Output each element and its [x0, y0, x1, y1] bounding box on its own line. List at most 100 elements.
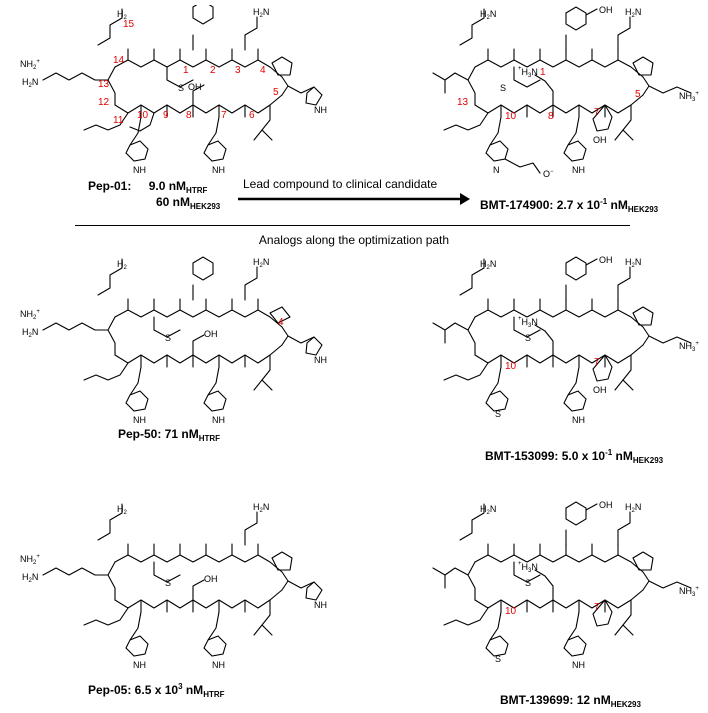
- residue-numbers-bmt153099: 10 7: [505, 357, 600, 372]
- nh2-plus-label: NH2+: [20, 59, 40, 71]
- bmt153099-s: S: [525, 333, 531, 343]
- svg-text:10: 10: [137, 110, 149, 121]
- svg-text:5: 5: [635, 89, 641, 100]
- bmt153099-thiophene-s: S: [495, 409, 501, 419]
- pep50-indole-nh-1: NH: [133, 415, 146, 425]
- pep05-oh: OH: [204, 574, 218, 584]
- bmt174900-nh3plus-right: NH3+: [679, 91, 699, 103]
- pep50-nh2: H2: [117, 259, 128, 271]
- sulfur-label: S: [178, 83, 184, 93]
- bmt139699-thiophene-s: S: [495, 654, 501, 664]
- svg-text:7: 7: [594, 107, 600, 118]
- bmt153099-indole-nh: NH: [572, 415, 585, 425]
- residue-number-pep50: 4: [278, 317, 284, 328]
- svg-text:3: 3: [235, 65, 241, 76]
- pep50-s: S: [165, 333, 171, 343]
- residue-numbers-bmt174900: 13 10 8 7 5 1: [457, 67, 641, 122]
- pep50-h2n: H2N: [22, 327, 38, 339]
- svg-text:10: 10: [505, 606, 517, 617]
- svg-text:11: 11: [113, 115, 124, 126]
- bmt153099-oh: OH: [599, 255, 613, 265]
- bmt174900-hyp-oh: OH: [593, 135, 607, 145]
- caption-bmt139699: BMT-139699: 12 nMHEK293: [500, 693, 641, 709]
- pep05-indole-nh-2: NH: [212, 660, 225, 670]
- pep05-nh2plus: NH2+: [20, 554, 40, 566]
- bmt153099-nh3plus-right: NH3+: [679, 341, 699, 353]
- h2n-label: H2N: [22, 77, 38, 89]
- caption-pep05: Pep-05: 6.5 x 103 nMHTRF: [88, 682, 225, 699]
- bmt153099-hyp-oh: OH: [593, 385, 607, 395]
- pep50-gln-nh2: H2N: [253, 257, 269, 269]
- bmt174900-oh: OH: [599, 5, 613, 15]
- pep50-oh: OH: [204, 329, 218, 339]
- structure-pep50: H2 NH2+ H2N S H2N OH NH NH NH 4: [20, 255, 330, 435]
- bmt139699-nh3plus-left: +H3N: [518, 561, 538, 574]
- residue-numbers-bmt139699: 10 7: [505, 602, 600, 617]
- nh2-gln-label: H2N: [253, 7, 269, 19]
- molecule-pep01: H2 NH2+ H2N S H2N OH NH NH NH 15 14 13 1…: [20, 5, 327, 175]
- structure-bmt153099: H2N S OH H2N +H3N NH3+ S NH OH 10 7: [405, 255, 705, 435]
- bmt174900-s: S: [500, 83, 506, 93]
- svg-text:1: 1: [540, 67, 546, 78]
- molecule-bmt174900: H2N S OH H2N +H3N NH3+ O− N NH OH 13 10 …: [432, 5, 699, 179]
- bmt139699-nh3plus-right: NH3+: [679, 586, 699, 598]
- residue-numbers-pep01: 15 14 13 12 11 10 9 8 7 6 5 4 3 2 1: [98, 19, 279, 126]
- svg-text:7: 7: [221, 110, 227, 121]
- bmt174900-nh3plus-left: +H3N: [518, 66, 538, 79]
- svg-text:15: 15: [123, 19, 135, 30]
- caption-pep01: Pep-01: 9.0 nMHTRF: [88, 179, 208, 195]
- pep05-h2n: H2N: [22, 572, 38, 584]
- svg-text:14: 14: [113, 55, 125, 66]
- svg-text:13: 13: [457, 97, 469, 108]
- bmt153099-nh3plus-left: +H3N: [518, 316, 538, 329]
- molecule-pep05: H2 NH2+ H2N S H2N OH NH NH NH: [20, 502, 327, 670]
- caption-bmt153099: BMT-153099: 5.0 x 10-1 nMHEK293: [485, 448, 664, 465]
- pep05-nh2: H2: [117, 504, 128, 516]
- svg-text:10: 10: [505, 361, 517, 372]
- bmt174900-nh2: H2N: [480, 9, 496, 21]
- molecule-bmt139699: H2N S OH H2N +H3N NH3+ S NH 10 7: [432, 500, 699, 670]
- structure-pep01: H2 NH2+ H2N S H2N OH NH NH NH 15 14 13 1…: [20, 5, 330, 185]
- svg-text:13: 13: [98, 79, 110, 90]
- structure-bmt139699: H2N S OH H2N +H3N NH3+ S NH 10 7: [405, 500, 705, 680]
- svg-text:5: 5: [273, 87, 279, 98]
- svg-text:8: 8: [548, 111, 554, 122]
- bmt174900-gln-nh2: H2N: [625, 7, 641, 19]
- pep05-imidazole-nh: NH: [314, 600, 327, 610]
- structure-pep05: H2 NH2+ H2N S H2N OH NH NH NH: [20, 500, 330, 680]
- arrow-label: Lead compound to clinical candidate: [243, 177, 438, 191]
- pep05-s: S: [165, 578, 171, 588]
- svg-text:10: 10: [505, 111, 517, 122]
- arrow: [238, 193, 470, 205]
- section-divider: [75, 225, 630, 226]
- bmt139699-nh2: H2N: [480, 504, 496, 516]
- bmt139699-indole-nh: NH: [572, 660, 585, 670]
- indole-nh-label-1: NH: [133, 165, 146, 175]
- caption-bmt174900: BMT-174900: 2.7 x 10-1 nMHEK293: [480, 197, 659, 214]
- nh2-label: H2: [117, 9, 128, 21]
- svg-text:9: 9: [163, 110, 169, 121]
- svg-text:7: 7: [594, 357, 600, 368]
- bmt174900-carboxylate: O−: [543, 169, 554, 179]
- structure-bmt174900: H2N S OH H2N +H3N NH3+ O− N NH OH 13 10 …: [405, 5, 705, 185]
- bmt139699-gln-nh2: H2N: [625, 502, 641, 514]
- bmt174900-indole-nh-2: NH: [572, 165, 585, 175]
- bmt174900-indole-nh-1: N: [493, 165, 500, 175]
- bmt139699-oh: OH: [599, 500, 613, 510]
- svg-text:1: 1: [183, 65, 189, 76]
- molecule-bmt153099: H2N S OH H2N +H3N NH3+ S NH OH 10 7: [432, 255, 699, 425]
- oh-label: OH: [188, 82, 202, 92]
- svg-text:7: 7: [594, 602, 600, 613]
- svg-text:12: 12: [98, 97, 110, 108]
- indole-nh-label-2: NH: [212, 165, 225, 175]
- bmt139699-s: S: [525, 578, 531, 588]
- svg-text:4: 4: [260, 65, 266, 76]
- bmt153099-gln-nh2: H2N: [625, 257, 641, 269]
- pep05-indole-nh-1: NH: [133, 660, 146, 670]
- svg-text:2: 2: [210, 65, 216, 76]
- caption-pep50: Pep-50: 71 nMHTRF: [118, 427, 221, 443]
- caption-pep01-hek: 60 nMHEK293: [156, 195, 221, 211]
- pep50-imidazole-nh: NH: [314, 355, 327, 365]
- molecule-pep50: H2 NH2+ H2N S H2N OH NH NH NH 4: [20, 256, 327, 425]
- section-label: Analogs along the optimization path: [258, 233, 450, 247]
